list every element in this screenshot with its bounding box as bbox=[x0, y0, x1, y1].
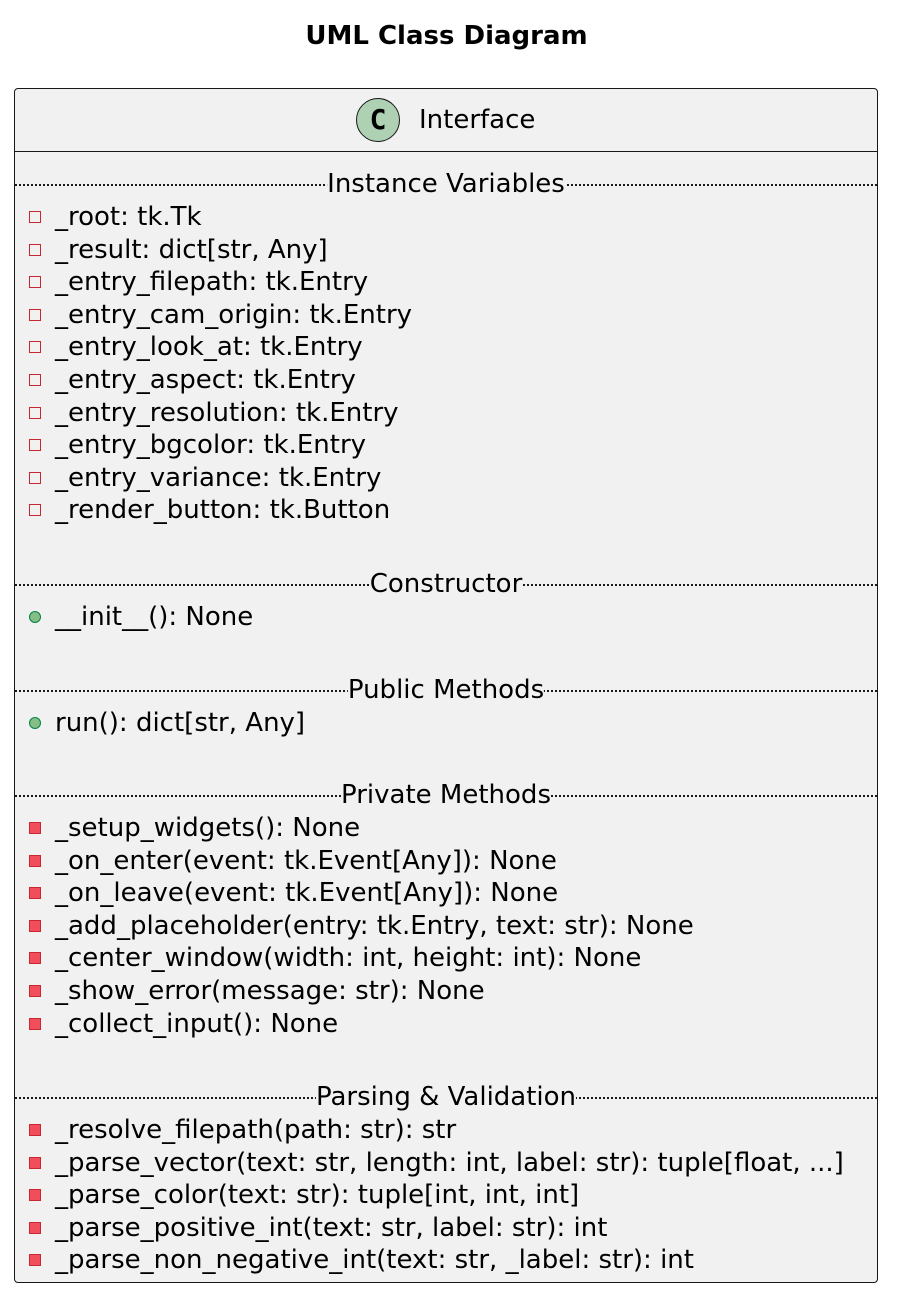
class-method[interactable]: _add_placeholder(entry: tk.Entry, text: … bbox=[15, 910, 877, 943]
private-visibility-icon bbox=[29, 952, 41, 965]
private-visibility-icon bbox=[29, 1254, 41, 1267]
class-field[interactable]: _render_button: tk.Button bbox=[15, 494, 877, 527]
section-label: Private Methods bbox=[341, 778, 551, 812]
member-signature: _collect_input(): None bbox=[55, 1008, 339, 1039]
class-field[interactable]: _entry_look_at: tk.Entry bbox=[15, 331, 877, 364]
class-field[interactable]: _root: tk.Tk bbox=[15, 201, 877, 234]
section-header-constructor: Constructor bbox=[15, 567, 877, 601]
class-field[interactable]: _result: dict[str, Any] bbox=[15, 234, 877, 267]
section-header-parsing-validation: Parsing & Validation bbox=[15, 1080, 877, 1114]
class-method[interactable]: _on_leave(event: tk.Event[Any]): None bbox=[15, 877, 877, 910]
private-visibility-icon bbox=[29, 1124, 41, 1136]
private-visibility-icon bbox=[29, 1189, 41, 1202]
member-list-public-methods: run(): dict[str, Any] bbox=[15, 707, 877, 740]
class-method[interactable]: _parse_non_negative_int(text: str, _labe… bbox=[15, 1244, 877, 1277]
private-visibility-icon bbox=[29, 439, 41, 452]
member-signature: _setup_widgets(): None bbox=[55, 813, 361, 843]
section-header-instance-variables: Instance Variables bbox=[15, 167, 877, 201]
member-signature: _entry_resolution: tk.Entry bbox=[55, 397, 399, 428]
class-field[interactable]: _entry_aspect: tk.Entry bbox=[15, 364, 877, 397]
class-method[interactable]: _on_enter(event: tk.Event[Any]): None bbox=[15, 845, 877, 878]
member-list-instance-variables: _root: tk.Tk_result: dict[str, Any]_entr… bbox=[15, 201, 877, 527]
member-signature: run(): dict[str, Any] bbox=[55, 708, 306, 738]
member-signature: _root: tk.Tk bbox=[55, 202, 202, 232]
private-visibility-icon bbox=[29, 471, 41, 484]
member-signature: __init__(): None bbox=[55, 602, 254, 632]
class-c-icon: C bbox=[356, 98, 400, 142]
private-visibility-icon bbox=[29, 887, 41, 900]
private-visibility-icon bbox=[29, 504, 41, 517]
private-visibility-icon bbox=[29, 211, 41, 223]
member-signature: _entry_cam_origin: tk.Entry bbox=[55, 299, 413, 330]
class-method[interactable]: __init__(): None bbox=[15, 601, 877, 634]
member-signature: _add_placeholder(entry: tk.Entry, text: … bbox=[55, 910, 694, 941]
member-signature: _entry_filepath: tk.Entry bbox=[55, 267, 369, 298]
section-label: Instance Variables bbox=[327, 167, 565, 201]
member-signature: _show_error(message: str): None bbox=[55, 975, 485, 1006]
private-visibility-icon bbox=[29, 1156, 41, 1169]
class-field[interactable]: _entry_bgcolor: tk.Entry bbox=[15, 429, 877, 462]
member-list-private-methods: _setup_widgets(): None_on_enter(event: t… bbox=[15, 812, 877, 1040]
private-visibility-icon bbox=[29, 243, 41, 256]
class-field[interactable]: _entry_cam_origin: tk.Entry bbox=[15, 299, 877, 332]
public-visibility-icon bbox=[29, 717, 41, 729]
diagram-title: UML Class Diagram bbox=[305, 21, 588, 51]
class-interface[interactable]: C Interface Instance Variables _root: tk… bbox=[14, 88, 878, 1283]
private-visibility-icon bbox=[29, 919, 41, 932]
private-visibility-icon bbox=[29, 373, 41, 386]
private-visibility-icon bbox=[29, 1221, 41, 1234]
section-label: Constructor bbox=[369, 567, 523, 601]
member-signature: _resolve_filepath(path: str): str bbox=[55, 1115, 457, 1145]
member-signature: _center_window(width: int, height: int):… bbox=[55, 943, 642, 974]
member-list-parsing-validation: _resolve_filepath(path: str): str_parse_… bbox=[15, 1114, 877, 1277]
class-header: C Interface bbox=[15, 89, 877, 152]
class-method[interactable]: _show_error(message: str): None bbox=[15, 975, 877, 1008]
class-name: Interface bbox=[419, 105, 536, 135]
member-signature: _on_enter(event: tk.Event[Any]): None bbox=[55, 845, 557, 876]
section-label: Parsing & Validation bbox=[315, 1080, 577, 1114]
private-visibility-icon bbox=[29, 854, 41, 867]
class-method[interactable]: _resolve_filepath(path: str): str bbox=[15, 1114, 877, 1147]
member-list-constructor: __init__(): None bbox=[15, 601, 877, 634]
class-field[interactable]: _entry_filepath: tk.Entry bbox=[15, 266, 877, 299]
section-header-public-methods: Public Methods bbox=[15, 673, 877, 707]
member-signature: _entry_aspect: tk.Entry bbox=[55, 364, 356, 395]
class-method[interactable]: run(): dict[str, Any] bbox=[15, 707, 877, 740]
class-method[interactable]: _center_window(width: int, height: int):… bbox=[15, 942, 877, 975]
private-visibility-icon bbox=[29, 341, 41, 354]
section-header-private-methods: Private Methods bbox=[15, 778, 877, 812]
member-signature: _parse_non_negative_int(text: str, _labe… bbox=[55, 1245, 694, 1276]
private-visibility-icon bbox=[29, 822, 41, 834]
member-signature: _result: dict[str, Any] bbox=[55, 234, 328, 265]
private-visibility-icon bbox=[29, 308, 41, 321]
member-signature: _parse_vector(text: str, length: int, la… bbox=[55, 1147, 844, 1178]
member-signature: _entry_look_at: tk.Entry bbox=[55, 332, 363, 363]
section-label: Public Methods bbox=[347, 673, 545, 707]
public-visibility-icon bbox=[29, 611, 41, 623]
private-visibility-icon bbox=[29, 1017, 41, 1030]
private-visibility-icon bbox=[29, 276, 41, 289]
member-signature: _parse_positive_int(text: str, label: st… bbox=[55, 1212, 608, 1243]
class-method[interactable]: _parse_color(text: str): tuple[int, int,… bbox=[15, 1179, 877, 1212]
class-method[interactable]: _parse_vector(text: str, length: int, la… bbox=[15, 1147, 877, 1180]
private-visibility-icon bbox=[29, 406, 41, 419]
class-method[interactable]: _setup_widgets(): None bbox=[15, 812, 877, 845]
class-field[interactable]: _entry_resolution: tk.Entry bbox=[15, 397, 877, 430]
member-signature: _on_leave(event: tk.Event[Any]): None bbox=[55, 878, 559, 909]
private-visibility-icon bbox=[29, 984, 41, 997]
class-method[interactable]: _parse_positive_int(text: str, label: st… bbox=[15, 1212, 877, 1245]
class-field[interactable]: _entry_variance: tk.Entry bbox=[15, 462, 877, 495]
member-signature: _render_button: tk.Button bbox=[55, 495, 391, 526]
member-signature: _parse_color(text: str): tuple[int, int,… bbox=[55, 1180, 580, 1211]
member-signature: _entry_variance: tk.Entry bbox=[55, 462, 382, 493]
class-method[interactable]: _collect_input(): None bbox=[15, 1008, 877, 1041]
member-signature: _entry_bgcolor: tk.Entry bbox=[55, 430, 367, 461]
